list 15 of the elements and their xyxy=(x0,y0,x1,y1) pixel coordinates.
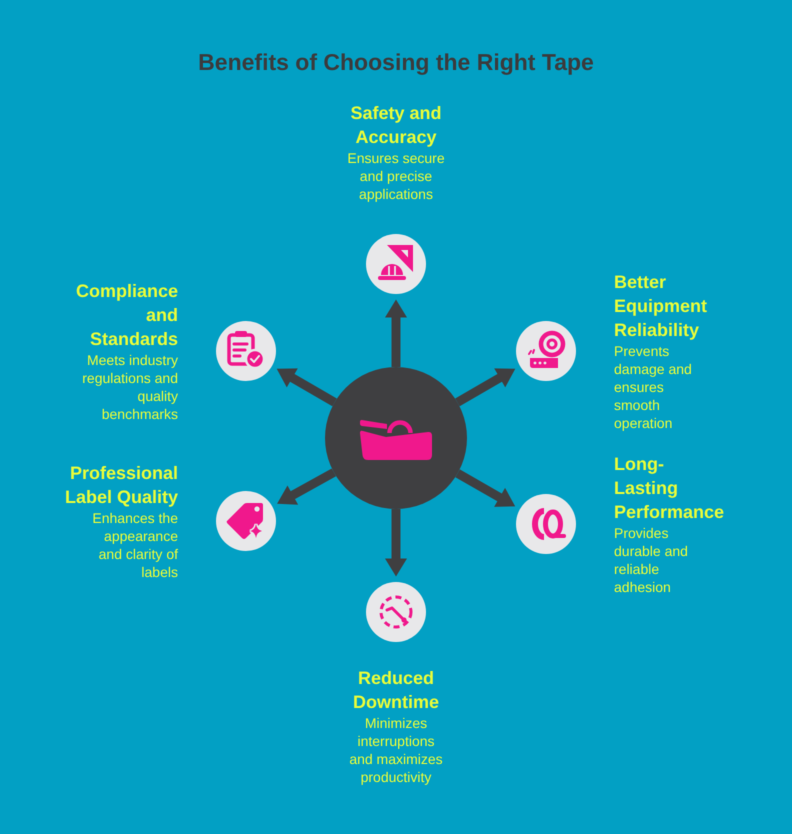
benefit-heading: Better Equipment Reliability xyxy=(614,271,708,342)
benefit-description: Meets industry regulations and quality benchmarks xyxy=(81,351,178,423)
benefit-description: Enhances the appearance and clarity of labels xyxy=(91,509,178,581)
benefit-heading: Compliance and Standards xyxy=(74,280,178,351)
benefit-heading: Safety and Accuracy xyxy=(349,102,443,149)
benefit-description: Ensures secure and precise applications xyxy=(346,149,446,203)
arrow xyxy=(385,509,407,576)
benefit-heading: Professional Label Quality xyxy=(64,462,178,509)
benefit-description: Provides durable and reliable adhesion xyxy=(614,524,689,596)
diagram-title: Benefits of Choosing the Right Tape xyxy=(198,49,594,76)
benefit-heading: Long-Lasting Performance xyxy=(614,453,726,524)
benefit-heading: Reduced Downtime xyxy=(352,667,440,714)
benefit-description: Prevents damage and ensures smooth operation xyxy=(614,342,693,432)
benefit-description: Minimizes interruptions and maximizes productivity xyxy=(348,714,444,786)
arrow xyxy=(385,300,407,367)
